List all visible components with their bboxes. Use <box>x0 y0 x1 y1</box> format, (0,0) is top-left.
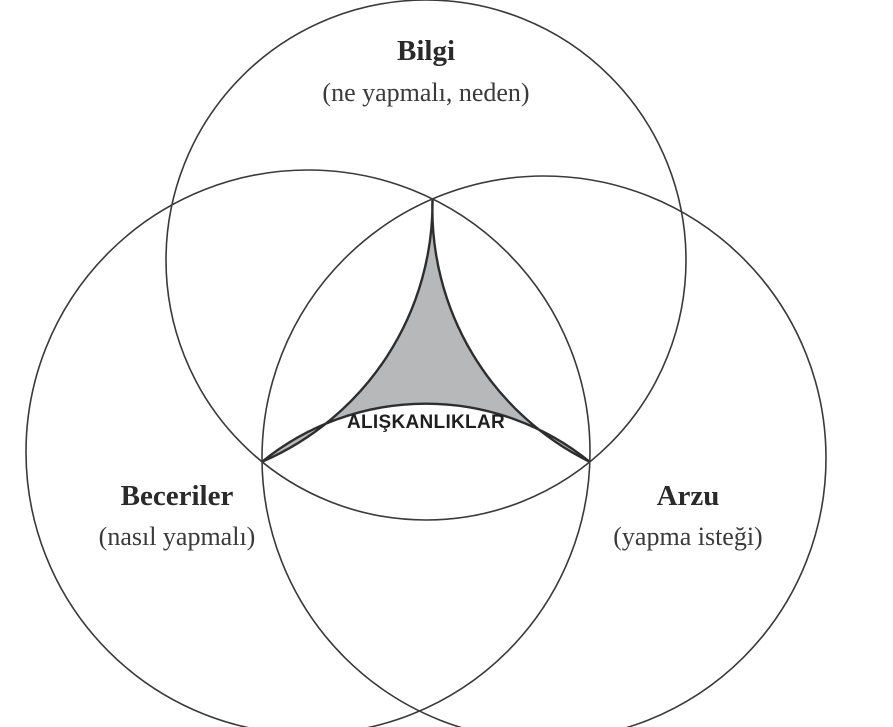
habits-intersection-region <box>261 198 591 463</box>
circle-bilgi <box>165 0 687 521</box>
set-label-arzu: Arzu <box>657 480 720 512</box>
circle-arzu <box>261 175 827 727</box>
intersection-label: ALIŞKANLIKLAR <box>347 412 505 433</box>
set-label-beceriler: Beceriler <box>121 480 234 512</box>
circle-beceriler <box>25 169 591 727</box>
set-sublabel-arzu: (yapma isteği) <box>613 522 762 551</box>
set-label-bilgi: Bilgi <box>397 35 455 67</box>
set-sublabel-beceriler: (nasıl yapmalı) <box>99 522 256 551</box>
set-sublabel-bilgi: (ne yapmalı, neden) <box>322 78 529 107</box>
